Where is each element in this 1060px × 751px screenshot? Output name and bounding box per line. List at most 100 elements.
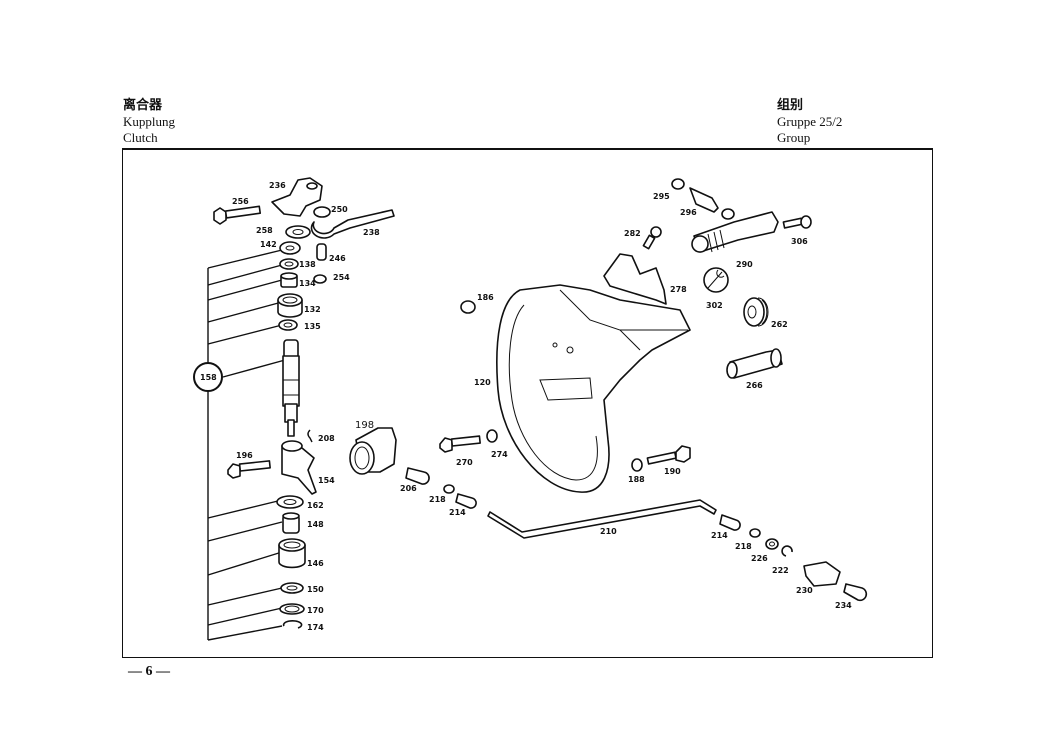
callout-146: 146 [307, 559, 324, 568]
callout-142: 142 [260, 240, 277, 249]
part-230-fitting [803, 561, 841, 587]
part-234-bleeder [843, 583, 868, 602]
part-120-clutch-housing [496, 284, 691, 493]
callout-206: 206 [400, 484, 417, 493]
callout-218b: 218 [735, 542, 752, 551]
part-146-cup [278, 538, 306, 569]
part-306-bolt [782, 215, 812, 229]
diagram-frame [122, 148, 933, 658]
part-208-clip [307, 429, 313, 443]
part-278-bracket [603, 253, 667, 305]
part-246-pin [316, 243, 327, 261]
callout-154: 154 [318, 476, 335, 485]
callout-labels: 256 236 250 238 258 142 138 246 134 254 … [232, 181, 852, 632]
assembly-callout-158: 158 [193, 362, 223, 392]
callout-214b: 214 [711, 531, 728, 540]
part-256-bolt [213, 205, 262, 225]
callout-226: 226 [751, 554, 768, 563]
callout-190: 190 [664, 467, 681, 476]
part-138-ring [279, 258, 299, 270]
callout-218: 218 [429, 495, 446, 504]
callout-158: 158 [200, 373, 217, 382]
callout-302: 302 [706, 301, 723, 310]
callout-196: 196 [236, 451, 253, 460]
callout-186: 186 [477, 293, 494, 302]
part-135-ring [278, 319, 298, 331]
callout-234: 234 [835, 601, 852, 610]
callout-295: 295 [653, 192, 670, 201]
part-214b-fitting [719, 514, 741, 531]
part-218-ring [443, 484, 455, 494]
part-142-washer [279, 241, 301, 255]
callout-148: 148 [307, 520, 324, 529]
callout-132: 132 [304, 305, 321, 314]
part-262-bushing [743, 297, 769, 327]
part-250-nut [313, 206, 331, 218]
part-258-washer [285, 225, 311, 239]
callout-258: 258 [256, 226, 273, 235]
part-174-circlip [282, 620, 303, 629]
callout-236: 236 [269, 181, 286, 190]
part-196-bolt [227, 460, 271, 479]
callout-188: 188 [628, 475, 645, 484]
callout-135: 135 [304, 322, 321, 331]
part-274-washer [486, 429, 498, 443]
part-226-nut [765, 538, 779, 550]
part-148-bushing [282, 512, 300, 534]
part-206-fitting [405, 467, 430, 485]
title-german: Kupplung [123, 114, 175, 129]
part-238-rod [310, 209, 395, 239]
group-english: Group [777, 130, 811, 145]
part-282-bolt [642, 226, 662, 250]
callout-296: 296 [680, 208, 697, 217]
callout-170: 170 [307, 606, 324, 615]
callout-250: 250 [331, 205, 348, 214]
part-150-ring [280, 582, 304, 594]
callout-278: 278 [670, 285, 687, 294]
callout-222: 222 [772, 566, 789, 575]
part-170-ring [279, 603, 305, 615]
callout-150: 150 [307, 585, 324, 594]
callout-162: 162 [307, 501, 324, 510]
callout-230: 230 [796, 586, 813, 595]
callout-254: 254 [333, 273, 350, 282]
callout-120: 120 [474, 378, 491, 387]
title-english: Clutch [123, 130, 158, 145]
part-134-bushing [280, 272, 298, 288]
callout-138: 138 [299, 260, 316, 269]
title-chinese: 离合器 [123, 98, 163, 113]
part-270-bolt [439, 435, 481, 453]
part-222-circlip [781, 545, 793, 557]
callout-174: 174 [307, 623, 324, 632]
callout-198-handwritten: 198 [355, 420, 374, 431]
part-236-bracket [271, 177, 323, 217]
callout-262: 262 [771, 320, 788, 329]
callout-270: 270 [456, 458, 473, 467]
part-295-nut [671, 178, 685, 190]
page-number: — 6 — [128, 664, 170, 679]
callout-210: 210 [600, 527, 617, 536]
callout-214: 214 [449, 508, 466, 517]
callout-246: 246 [329, 254, 346, 263]
callout-306: 306 [791, 237, 808, 246]
group-german: Gruppe 25/2 [777, 114, 843, 129]
callout-208: 208 [318, 434, 335, 443]
part-186-plug [460, 300, 476, 314]
callout-282: 282 [624, 229, 641, 238]
callout-134: 134 [299, 279, 316, 288]
header-left: 离合器 Kupplung Clutch [123, 98, 175, 146]
bracket-lines [207, 249, 286, 641]
part-190-bolt [646, 445, 691, 465]
part-296-fitting [689, 187, 719, 213]
part-290-slave-cylinder [691, 208, 779, 253]
callout-238: 238 [363, 228, 380, 237]
part-214-fitting [455, 493, 477, 509]
part-188-washer [631, 458, 643, 472]
callout-256: 256 [232, 197, 249, 206]
part-198-release-bearing [349, 427, 397, 475]
callout-274: 274 [491, 450, 508, 459]
part-218b-ring [749, 528, 761, 538]
part-shaft [282, 339, 300, 437]
part-132-cup [277, 293, 303, 318]
